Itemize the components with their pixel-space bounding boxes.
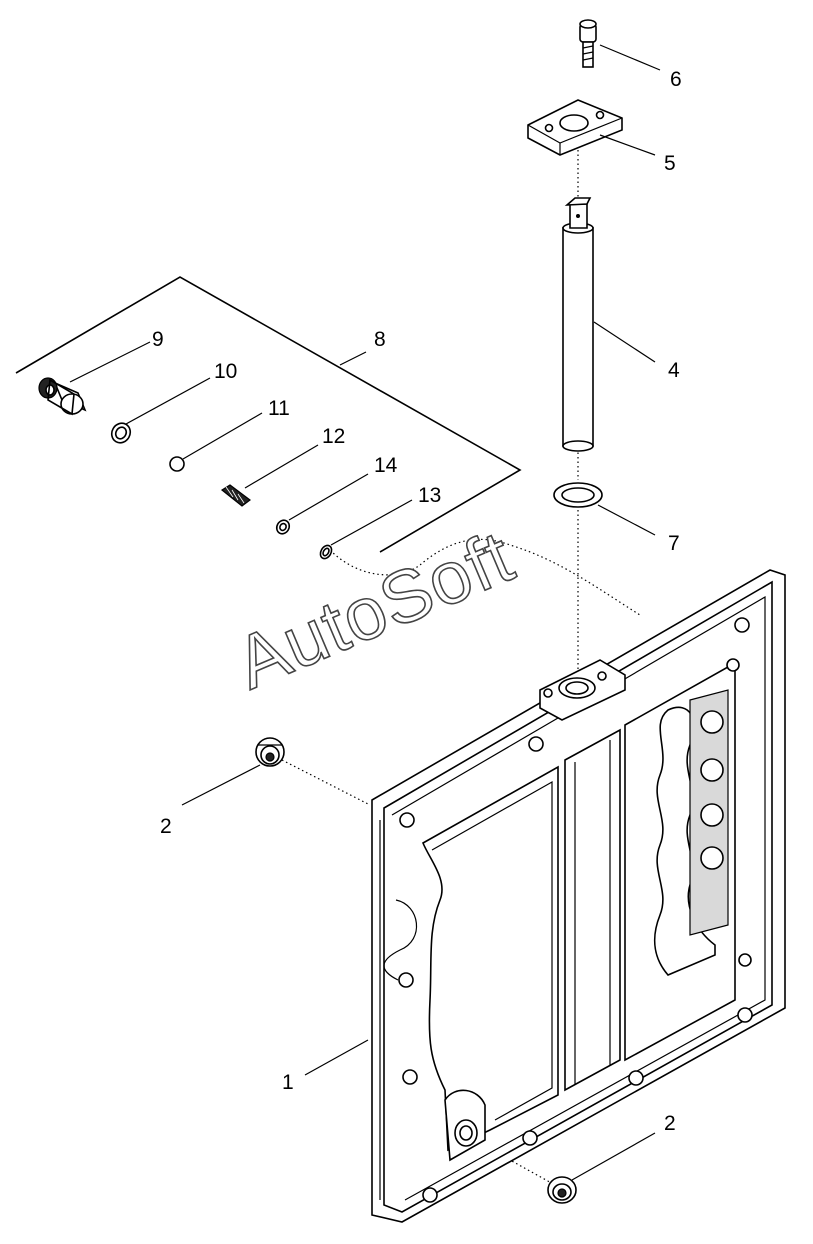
callout-12: 12 bbox=[322, 425, 345, 448]
callout-1: 1 bbox=[282, 1071, 294, 1094]
callout-labels: 1 2 2 4 5 6 7 8 9 10 11 12 13 14 bbox=[152, 68, 682, 1135]
o-ring bbox=[553, 482, 603, 508]
plug-upper bbox=[255, 737, 285, 767]
callout-2-lower: 2 bbox=[664, 1112, 676, 1135]
callout-13: 13 bbox=[418, 484, 441, 507]
small-o-ring bbox=[319, 544, 333, 560]
kit-bracket bbox=[15, 276, 522, 553]
callout-11: 11 bbox=[268, 397, 290, 420]
assembly-guide-lines bbox=[281, 150, 641, 1186]
plug-lower bbox=[547, 1176, 577, 1204]
shaft bbox=[562, 197, 594, 452]
housing-plate bbox=[371, 569, 786, 1223]
watermark-text: AutoSoft bbox=[224, 514, 525, 704]
callout-10: 10 bbox=[214, 360, 237, 383]
cap-screw bbox=[579, 19, 597, 68]
spring bbox=[220, 484, 251, 507]
sleeve bbox=[38, 377, 87, 416]
callout-6: 6 bbox=[670, 68, 682, 91]
ball bbox=[169, 456, 185, 472]
callout-8: 8 bbox=[374, 328, 386, 351]
callout-5: 5 bbox=[664, 152, 676, 175]
callout-2-upper: 2 bbox=[160, 815, 172, 838]
seal-ring bbox=[110, 422, 132, 444]
callout-7: 7 bbox=[668, 532, 680, 555]
washer bbox=[275, 519, 291, 535]
callout-4: 4 bbox=[668, 359, 680, 382]
callout-14: 14 bbox=[374, 454, 398, 477]
callout-9: 9 bbox=[152, 328, 164, 351]
leader-lines bbox=[69, 44, 661, 1181]
retaining-plate bbox=[527, 99, 623, 156]
